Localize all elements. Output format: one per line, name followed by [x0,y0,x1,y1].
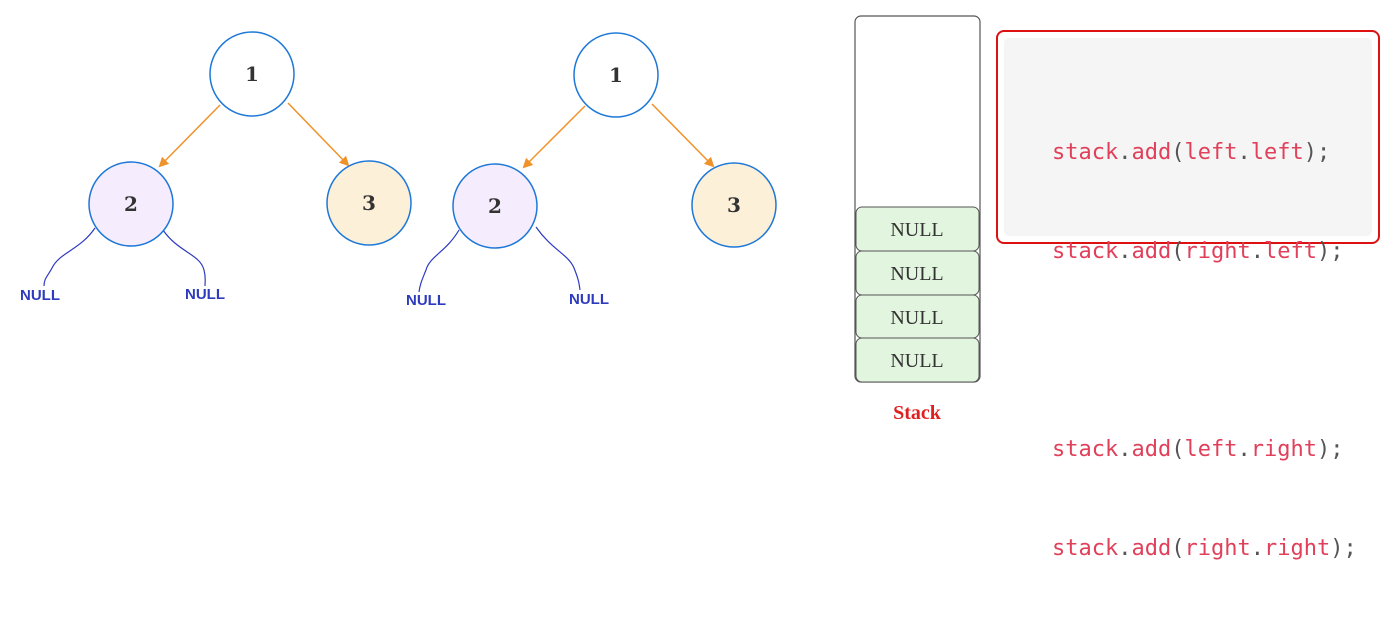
node-label: 3 [727,193,741,217]
stack-item-label: NULL [890,350,943,372]
stack-item-label: NULL [890,219,943,241]
tree-node-right: 3 [326,160,412,246]
stack-title: Stack [893,402,942,424]
stack-item: NULL [855,206,980,252]
edge-root-to-left [522,105,586,169]
code-block: stack.add(left.left); stack.add(right.le… [1004,38,1372,561]
tree-node-left: 2 [452,163,538,249]
null-label: NULL [406,292,446,309]
tree-node-right: 3 [691,162,777,248]
stack-item: NULL [855,250,980,296]
code-line: stack.add(right.left); [1052,239,1344,264]
node-label: 1 [245,62,259,86]
code-line: stack.add(right.right); [1052,536,1357,561]
null-label: NULL [20,287,60,304]
node-label: 3 [362,191,376,215]
code-line: stack.add(left.right); [1052,437,1344,462]
stack-item: NULL [855,337,980,383]
edge-root-to-right [287,102,350,167]
null-label: NULL [569,291,609,308]
node-label: 2 [488,194,502,218]
diagram-canvas: 1 2 3 NULL NULL 1 2 3 NULL NULL [20,15,981,424]
tree-left: 1 2 3 NULL NULL [20,31,412,304]
edge-root-to-left [158,104,221,168]
stack-item: NULL [855,294,980,339]
stack: NULL NULL NULL NULL Stack [854,15,981,424]
tree-node-left: 2 [88,161,174,247]
node-label: 2 [124,192,138,216]
null-edge-left [43,227,96,287]
tree-node-root: 1 [573,32,659,118]
code-snippet-box: stack.add(left.left); stack.add(right.le… [996,30,1380,561]
node-label: 1 [609,63,623,87]
null-edge-left [418,229,460,293]
null-label: NULL [185,286,225,303]
stack-item-label: NULL [890,307,943,329]
code-line: stack.add(left.left); [1052,140,1331,165]
code-blank-line [1052,334,1372,367]
edge-root-to-right [651,103,715,168]
null-edge-right [535,226,581,291]
null-edge-right [162,229,206,287]
stack-item-label: NULL [890,263,943,285]
tree-right: 1 2 3 NULL NULL [406,32,777,309]
tree-node-root: 1 [209,31,295,117]
